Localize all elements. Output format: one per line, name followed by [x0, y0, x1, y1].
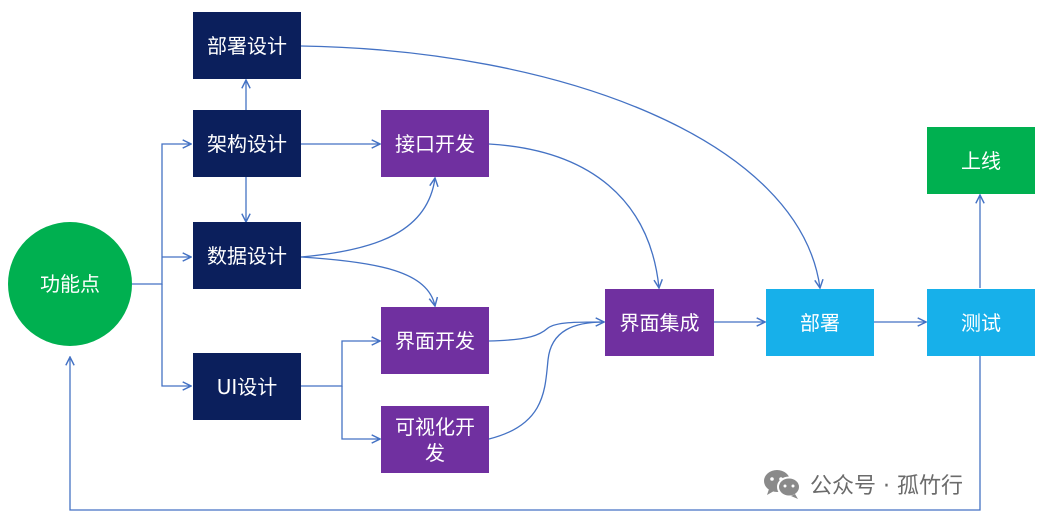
node-label: UI设计 [216, 374, 278, 399]
node-go-live: 上线 [927, 127, 1035, 194]
edge-data-to-uidev [300, 256, 435, 306]
watermark-text: 公众号 · 孤竹行 [810, 474, 963, 499]
node-label: 界面开发 [395, 328, 475, 353]
edge-uidev-to-integration [488, 322, 604, 342]
node-label: 界面集成 [619, 310, 700, 335]
node-deploy: 部署 [766, 289, 874, 356]
node-label: 部署设计 [207, 33, 287, 58]
node-arch-design: 架构设计 [193, 110, 301, 177]
edge-feature-to-arch [132, 144, 191, 285]
node-label: 可视化开发 [395, 414, 475, 465]
node-label: 架构设计 [207, 131, 287, 156]
edge-ui-to-viz [341, 386, 380, 439]
edge-ui-to-uidev [301, 341, 380, 387]
wechat-icon [762, 468, 802, 500]
edge-api-to-integration [488, 143, 659, 288]
edge-data-to-api [300, 178, 435, 258]
edge-feature-to-ui [161, 284, 191, 386]
node-ui-dev: 界面开发 [381, 307, 489, 374]
node-label: 数据设计 [207, 243, 287, 268]
node-feature-point: 功能点 [8, 222, 132, 346]
node-ui-design: UI设计 [193, 353, 301, 420]
node-ui-integration: 界面集成 [605, 289, 714, 356]
node-label: 测试 [961, 310, 1001, 335]
node-label: 功能点 [40, 272, 100, 296]
node-label: 上线 [961, 148, 1001, 173]
node-label: 接口开发 [395, 131, 475, 156]
edge-test-back-to-feature [70, 356, 981, 511]
edge-deploy-design-to-deploy [300, 45, 820, 288]
edge-viz-to-integration [488, 321, 605, 440]
node-test: 测试 [927, 289, 1035, 356]
node-api-dev: 接口开发 [381, 110, 489, 177]
watermark: 公众号 · 孤竹行 [762, 466, 963, 502]
node-viz-dev: 可视化开发 [381, 406, 489, 473]
node-label: 部署 [800, 310, 840, 335]
node-data-design: 数据设计 [193, 222, 301, 289]
node-deploy-design: 部署设计 [193, 12, 301, 79]
